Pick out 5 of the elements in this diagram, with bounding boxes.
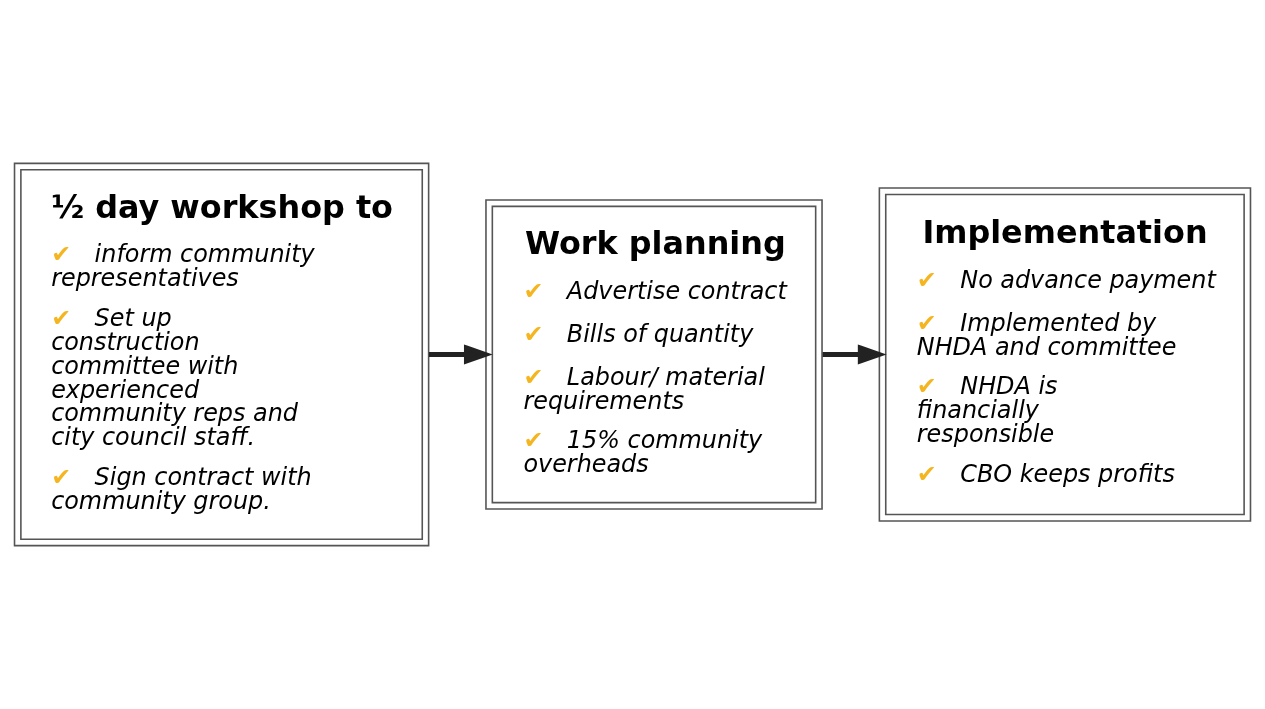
arrow [429, 344, 493, 365]
node-box: ½ day workshop to ✔ inform community representatives ✔ Set up construction committee with experienced community reps and city council staff. ✔ Sign contract with community group. [13, 162, 430, 547]
node-box: Work planning ✔ Advertise contract ✔ Bills of quantity ✔ Labour/ material requirements ✔ 15% community overheads [485, 199, 823, 510]
arrow [822, 344, 887, 365]
node-box: Implementation ✔ No advance payment ✔ Implemented by NHDA and committee ✔ NHDA is financially responsible ✔ CBO keeps profits [878, 187, 1252, 522]
